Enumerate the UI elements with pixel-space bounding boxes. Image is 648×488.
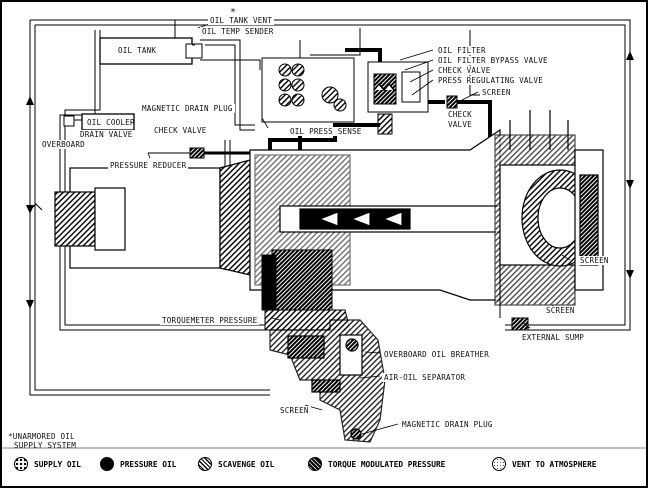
label-oil-tank: OIL TANK — [118, 46, 157, 55]
label-drain-valve: DRAIN VALVE — [78, 130, 135, 139]
label-press-regulating-valve: PRESS REGULATING VALVE — [436, 76, 545, 85]
legend-label: PRESSURE OIL — [120, 459, 177, 469]
label-oil-temp-sender: OIL TEMP SENDER — [200, 27, 276, 36]
legend-supply-oil: SUPPLY OIL — [14, 456, 81, 472]
torque-pressure-swatch — [308, 457, 322, 471]
label-torquemeter-pressure: TORQUEMETER PRESSURE — [160, 316, 260, 325]
external-sump — [499, 255, 529, 331]
flow-arrows — [26, 51, 634, 309]
label-screen-right-a: SCREEN — [578, 256, 611, 265]
label-check-valve-right: CHECK — [446, 110, 474, 119]
oil-filter-assembly — [367, 61, 429, 135]
label-screen-bottom: SCREEN — [278, 406, 311, 415]
oil-tank — [99, 20, 203, 65]
label-pressure-reducer: PRESSURE REDUCER — [108, 161, 189, 170]
legend-label: VENT TO ATMOSPHERE — [512, 459, 597, 469]
unarmored-note-line-2: SUPPLY SYSTEM — [14, 441, 77, 450]
legend-torque-modulated-pressure: TORQUE MODULATED PRESSURE — [308, 456, 445, 472]
label-oil-cooler: OIL COOLER — [87, 118, 135, 127]
label-screen-top: SCREEN — [480, 88, 513, 97]
label-oil-filter-bypass-valve: OIL FILTER BYPASS VALVE — [436, 56, 550, 65]
label-check-valve-mid: CHECK VALVE — [152, 126, 209, 135]
label-oil-press-sense: OIL PRESS SENSE — [288, 127, 364, 136]
vent-swatch — [492, 457, 506, 471]
pressure-reducer — [148, 147, 255, 159]
lower-housing — [269, 319, 386, 443]
label-screen-right-b: SCREEN — [544, 306, 577, 315]
label-external-sump: EXTERNAL SUMP — [520, 333, 587, 342]
legend-scavenge-oil: SCAVENGE OIL — [198, 456, 274, 472]
label-oil-tank-vent: OIL TANK VENT — [208, 16, 275, 25]
label-oil-filter: OIL FILTER — [436, 46, 488, 55]
label-magnetic-drain-plug-top: MAGNETIC DRAIN PLUG — [140, 104, 235, 113]
check-valve-right — [446, 95, 458, 109]
label-check-valve-top: CHECK VALVE — [436, 66, 493, 75]
label-check-valve-right-2: VALVE — [446, 120, 474, 129]
gearbox — [261, 249, 351, 331]
label-overboard: OVERBOARD — [40, 140, 87, 149]
legend-pressure-oil: PRESSURE OIL — [100, 456, 176, 472]
legend-vent-to-atmosphere: VENT TO ATMOSPHERE — [492, 456, 597, 472]
asterisk-mark: * — [230, 7, 237, 18]
label-overboard-oil-breather: OVERBOARD OIL BREATHER — [382, 350, 491, 359]
scavenge-oil-swatch — [198, 457, 212, 471]
pump-block — [261, 57, 355, 123]
legend-label: SUPPLY OIL — [34, 459, 81, 469]
label-magnetic-drain-plug-bottom: MAGNETIC DRAIN PLUG — [400, 420, 495, 429]
supply-oil-swatch — [14, 457, 28, 471]
pressure-oil-swatch — [100, 457, 114, 471]
legend-label: TORQUE MODULATED PRESSURE — [328, 459, 446, 469]
unarmored-note-line-1: *UNARMORED OIL — [8, 432, 75, 441]
legend-label: SCAVENGE OIL — [218, 459, 275, 469]
label-air-oil-separator: AIR-OIL SEPARATOR — [382, 373, 468, 382]
